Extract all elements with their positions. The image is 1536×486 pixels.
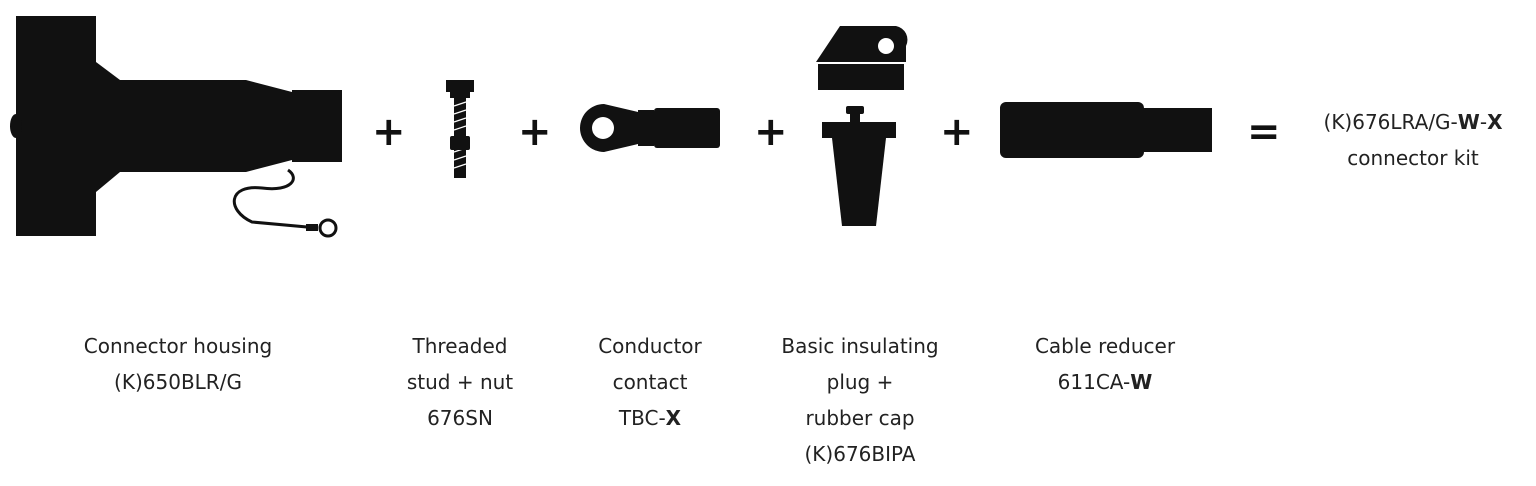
plus-sign-3: +: [754, 109, 788, 155]
plus-sign-1: +: [372, 109, 406, 155]
insulating-plug-drawing: [816, 26, 908, 226]
result-label: (K)676LRA/G-W-X connector kit: [1300, 104, 1526, 176]
threaded-stud-drawing: [446, 80, 474, 178]
plus-sign-2: +: [518, 109, 552, 155]
label-connector-housing: Connector housing (K)650BLR/G: [40, 328, 316, 400]
result-description: connector kit: [1347, 146, 1479, 170]
plus-sign-4: +: [940, 109, 974, 155]
conductor-contact-drawing: [580, 104, 720, 152]
code-insulating-plug: (K)676BIPA: [804, 442, 916, 466]
code-connector-housing: (K)650BLR/G: [114, 370, 242, 394]
result-code: (K)676LRA/G-W-X: [1323, 110, 1503, 134]
label-conductor-contact: Conductor contact TBC-X: [560, 328, 740, 436]
label-cable-reducer: Cable reducer 611CA-W: [1000, 328, 1210, 400]
code-conductor-contact: TBC-X: [618, 406, 682, 430]
label-threaded-stud: Threaded stud + nut 676SN: [370, 328, 550, 436]
label-insulating-plug: Basic insulating plug + rubber cap (K)67…: [750, 328, 970, 472]
connector-housing-drawing: [10, 16, 342, 238]
equals-sign: =: [1247, 109, 1281, 155]
code-threaded-stud: 676SN: [427, 406, 493, 430]
cable-reducer-drawing: [1000, 102, 1212, 158]
code-cable-reducer: 611CA-W: [1057, 370, 1153, 394]
